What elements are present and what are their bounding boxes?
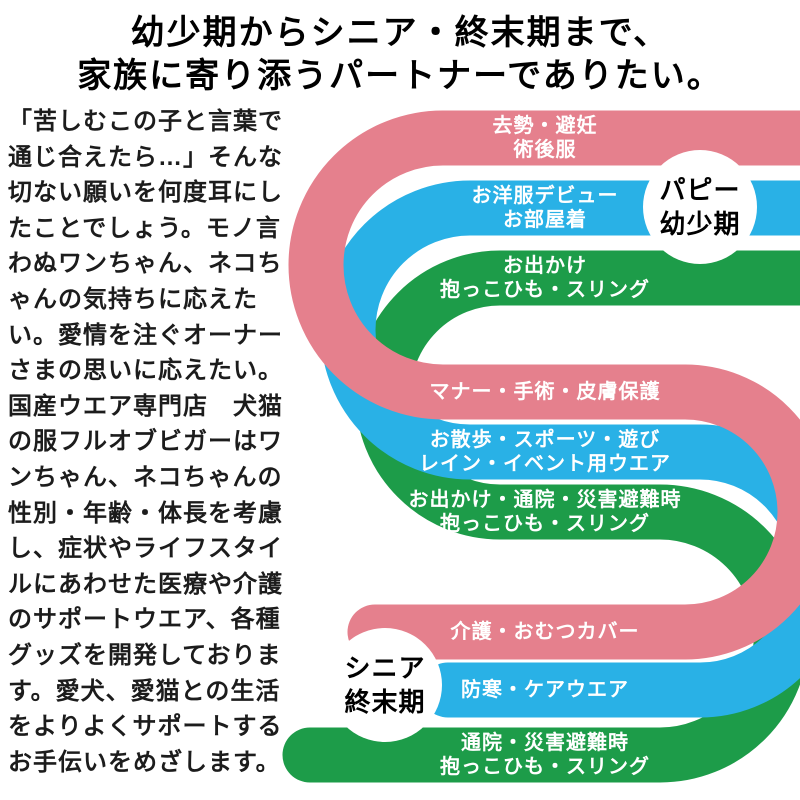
- stage-puppy-line-1: パピー: [659, 175, 741, 205]
- band-label-line: レイン・イベント用ウエア: [419, 453, 671, 475]
- ribbon-blue: [320, 180, 800, 718]
- band-label-walk-sports-rain: お散歩・スポーツ・遊び レイン・イベント用ウエア: [330, 428, 760, 476]
- title-line-1: 幼少期からシニア・終末期まで、: [130, 14, 670, 52]
- band-label-line: マナー・手術・皮膚保護: [429, 381, 661, 403]
- stage-circle-puppy: パピー 幼少期: [643, 150, 757, 264]
- band-label-manner-surgery-skin: マナー・手術・皮膚保護: [330, 380, 760, 404]
- page-title: 幼少期からシニア・終末期まで、 家族に寄り添うパートナーでありたい。: [0, 12, 800, 98]
- title-line-2: 家族に寄り添うパートナーでありたい。: [77, 57, 723, 95]
- band-label-clothing-debut: お洋服デビュー お部屋着: [330, 184, 760, 232]
- band-label-line: お散歩・スポーツ・遊び: [429, 429, 661, 451]
- stage-senior-line-1: シニア: [344, 653, 426, 683]
- band-label-neuter-surgery-wear: 去勢・避妊 術後服: [330, 114, 760, 162]
- band-label-line: 術後服: [513, 139, 577, 161]
- stage-puppy-line-2: 幼少期: [659, 209, 741, 239]
- band-label-line: 抱っこひも・スリング: [440, 513, 650, 535]
- band-label-line: 抱っこひも・スリング: [440, 756, 650, 778]
- stage-circle-senior: シニア 終末期: [328, 628, 442, 742]
- band-label-line: 抱っこひも・スリング: [440, 279, 650, 301]
- band-label-line: 防寒・ケアウエア: [461, 679, 629, 701]
- band-label-hospital-evacuation-sling: 通院・災害避難時 抱っこひも・スリング: [330, 731, 760, 779]
- band-label-line: お出かけ: [503, 255, 587, 277]
- band-label-line: お洋服デビュー: [471, 185, 619, 207]
- band-label-cold-protection-care: 防寒・ケアウエア: [330, 678, 760, 702]
- band-label-line: 去勢・避妊: [492, 115, 598, 137]
- band-label-line: 介護・おむつカバー: [450, 621, 640, 643]
- band-label-line: お部屋着: [503, 209, 587, 231]
- intro-paragraph: 「苦しむこの子と言葉で通じ合えたら…」そんな切ない願いを何度耳にしたことでしょう…: [8, 108, 283, 776]
- band-label-care-diaper-cover: 介護・おむつカバー: [330, 620, 760, 644]
- band-label-outing-hospital-evacuation: お出かけ・通院・災害避難時 抱っこひも・スリング: [330, 488, 760, 536]
- band-label-line: お出かけ・通院・災害避難時: [408, 489, 682, 511]
- band-label-line: 通院・災害避難時: [461, 732, 629, 754]
- ribbon-pink: [288, 110, 800, 660]
- stage-senior-line-2: 終末期: [344, 687, 426, 717]
- band-label-outing-sling: お出かけ 抱っこひも・スリング: [330, 254, 760, 302]
